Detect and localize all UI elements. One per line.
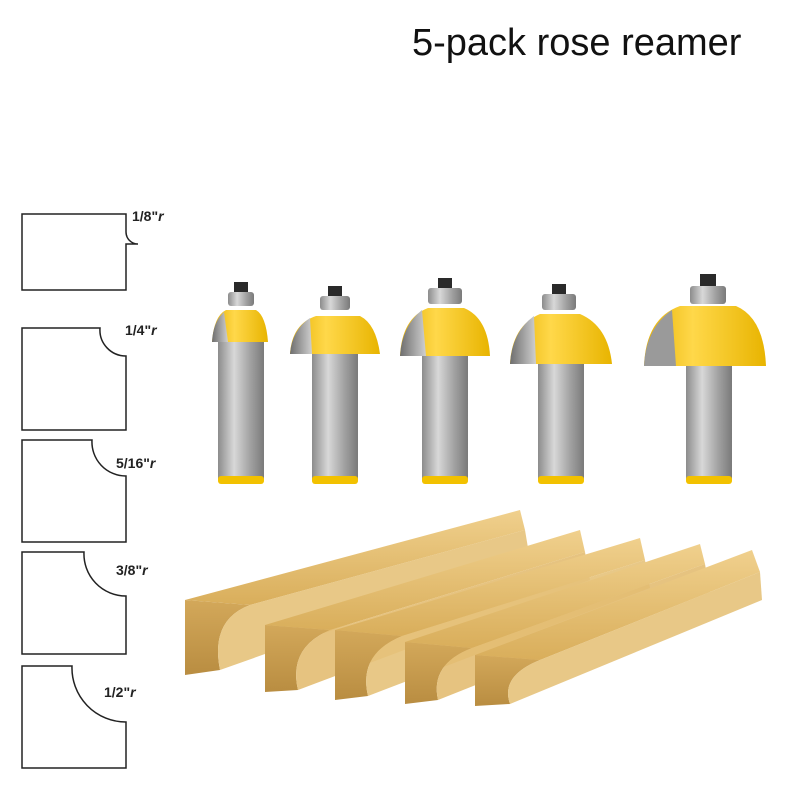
profile-diagram-3-8 — [20, 550, 150, 655]
profile-outline — [21, 439, 127, 543]
router-bit-1 — [212, 282, 268, 484]
radius-label-1-4: 1/4"r — [125, 322, 157, 338]
profile-outline — [21, 213, 139, 291]
radius-label-1-2: 1/2"r — [104, 684, 136, 700]
router-bit-5 — [644, 274, 766, 484]
wood-moldings-image — [185, 510, 762, 706]
profile-diagram-1-8 — [20, 212, 150, 316]
profile-diagram-5-16 — [20, 438, 150, 543]
radius-label-5-16: 5/16"r — [116, 455, 156, 471]
profile-outline — [21, 551, 127, 655]
radius-label-1-8: 1/8"r — [132, 208, 164, 224]
router-bit-4 — [510, 284, 612, 484]
molding-5 — [475, 550, 762, 706]
profile-diagram-1-4 — [20, 326, 150, 431]
router-bits-image — [212, 278, 612, 484]
router-bit-3 — [400, 278, 490, 484]
profile-diagram-1-2 — [20, 664, 150, 769]
radius-label-3-8: 3/8"r — [116, 562, 148, 578]
page-title: 5-pack rose reamer — [412, 22, 742, 64]
router-bit-2 — [290, 286, 380, 484]
profile-outline — [21, 327, 127, 431]
profile-outline — [21, 665, 127, 769]
